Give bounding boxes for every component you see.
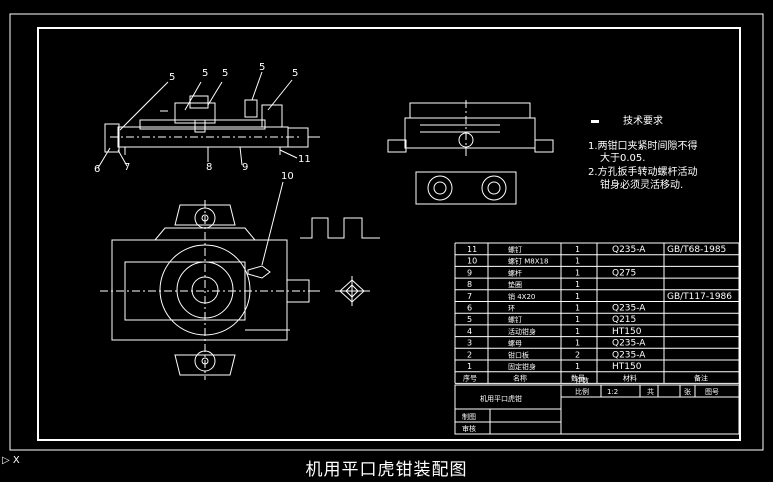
bom-cell-material: Q235-A bbox=[612, 304, 646, 314]
bom-cell-name: 螺钉 bbox=[508, 245, 522, 254]
tech-req-item1-line2: 大于0.05. bbox=[600, 151, 645, 164]
bom-cell-name: 环 bbox=[508, 305, 515, 313]
bom-cell-qty: 1 bbox=[575, 245, 580, 254]
square-key-detail bbox=[335, 276, 370, 306]
title-block-text: 机用平口虎钳 比例 1:2 共 张 图号 件数 制图 审核 bbox=[462, 376, 719, 433]
callout-11: 11 bbox=[298, 154, 311, 165]
bom-header-qty: 数量 bbox=[571, 374, 585, 383]
bom-cell-qty: 2 bbox=[575, 350, 580, 359]
title-block bbox=[454, 384, 740, 435]
bom-cell-name: 活动钳身 bbox=[508, 327, 536, 336]
tech-req-item2-line2: 钳身必须灵活移动. bbox=[600, 178, 683, 191]
inner-frame bbox=[37, 27, 741, 441]
callout-8: 8 bbox=[206, 162, 212, 173]
callout-6: 6 bbox=[94, 164, 100, 175]
bom-cell-no: 1 bbox=[467, 362, 472, 371]
callout-5c: 5 bbox=[222, 68, 228, 79]
tech-req-item1-line1: 1.两钳口夹紧时间隙不得 bbox=[588, 139, 698, 152]
bom-cell-no: 4 bbox=[467, 327, 472, 336]
bom-cell-material: HT150 bbox=[612, 362, 642, 372]
bom-cell-qty: 1 bbox=[575, 362, 580, 371]
bom-cell-name: 螺母 bbox=[508, 339, 522, 348]
bom-cell-material: Q275 bbox=[612, 268, 636, 278]
tb-scale-value: 1:2 bbox=[607, 388, 618, 396]
tb-drawn-label: 制图 bbox=[462, 412, 476, 421]
bom-cell-qty: 1 bbox=[575, 292, 580, 301]
bom-cell-qty: 1 bbox=[575, 268, 580, 277]
bom-cell-qty: 1 bbox=[575, 304, 580, 313]
callout-10: 10 bbox=[281, 171, 294, 182]
callout-7: 7 bbox=[124, 162, 130, 173]
bom-cell-name: 螺钉 M8X18 bbox=[508, 257, 548, 266]
bom-cell-name: 销 4X20 bbox=[508, 292, 535, 301]
bom-cell-std: GB/T117-1986 bbox=[667, 292, 732, 302]
tb-material-label: 件数 bbox=[575, 376, 589, 385]
bom-cell-name: 固定钳身 bbox=[508, 362, 536, 371]
drawing-caption: 机用平口虎钳装配图 bbox=[305, 460, 468, 480]
side-view bbox=[387, 100, 554, 158]
bom-cell-name: 螺杆 bbox=[508, 268, 522, 277]
tb-sheet-label2: 张 bbox=[684, 387, 691, 396]
bom-cell-no: 11 bbox=[467, 245, 477, 254]
tb-drawing-no-label: 图号 bbox=[705, 388, 719, 396]
bom-cell-name: 钳口板 bbox=[508, 350, 529, 359]
callout-5b: 5 bbox=[202, 68, 208, 79]
bom-cell-no: 2 bbox=[467, 350, 472, 359]
tech-req-item2-line1: 2.方孔扳手转动螺杆活动 bbox=[588, 165, 698, 178]
callout-9: 9 bbox=[242, 162, 248, 173]
bom-cell-no: 10 bbox=[467, 257, 477, 266]
ucs-icon: ▷ X bbox=[2, 455, 20, 466]
bom-cell-no: 7 bbox=[467, 292, 472, 301]
bom-cell-std: GB/T68-1985 bbox=[667, 245, 726, 255]
bom-cell-no: 3 bbox=[467, 339, 472, 348]
tb-sheet-label: 共 bbox=[647, 387, 654, 396]
tb-checked-label: 审核 bbox=[462, 424, 476, 433]
front-callout-labels: 5 5 5 5 5 6 7 8 9 11 bbox=[94, 62, 311, 175]
tech-req-marker bbox=[591, 120, 599, 123]
tb-assembly-name: 机用平口虎钳 bbox=[480, 394, 522, 403]
bom-cell-material: Q235-A bbox=[612, 245, 646, 255]
bom-cell-qty: 1 bbox=[575, 339, 580, 348]
bom-cell-qty: 1 bbox=[575, 257, 580, 266]
bom-cell-name: 螺钉 bbox=[508, 315, 522, 324]
bom-header-std: 备注 bbox=[694, 374, 708, 383]
tech-req-title: 技术要求 bbox=[623, 114, 663, 127]
bom-cell-no: 5 bbox=[467, 315, 472, 324]
callout-5a: 5 bbox=[169, 72, 175, 83]
bom-cell-qty: 1 bbox=[575, 315, 580, 324]
bom-cell-material: Q235-A bbox=[612, 339, 646, 349]
plan-leader bbox=[261, 181, 284, 266]
bom-cell-no: 6 bbox=[467, 304, 472, 313]
wrench-detail bbox=[300, 217, 380, 239]
callout-5e: 5 bbox=[292, 68, 298, 79]
bom-cell-no: 9 bbox=[467, 268, 472, 277]
bom-cell-qty: 1 bbox=[575, 327, 580, 336]
bom-cell-material: Q215 bbox=[612, 315, 636, 325]
bom-cell-material: HT150 bbox=[612, 327, 642, 337]
front-leaders bbox=[97, 71, 298, 169]
bom-cell-no: 8 bbox=[467, 280, 472, 289]
ucs-label: X bbox=[12, 455, 20, 466]
callout-5d: 5 bbox=[259, 62, 265, 73]
bom-cell-name: 垫圈 bbox=[508, 280, 522, 289]
bom-cell-qty: 1 bbox=[575, 280, 580, 289]
bom-cell-material: Q235-A bbox=[612, 350, 646, 360]
tech-requirements: 技术要求 1.两钳口夹紧时间隙不得 大于0.05. 2.方孔扳手转动螺杆活动 钳… bbox=[588, 114, 698, 191]
outer-frame bbox=[9, 13, 764, 451]
bom-header-no: 序号 bbox=[463, 374, 477, 383]
front-view bbox=[104, 95, 320, 155]
tb-scale-label: 比例 bbox=[575, 387, 589, 396]
bom-header-name: 名称 bbox=[513, 374, 527, 383]
plan-view bbox=[100, 200, 320, 380]
bottom-view-small bbox=[415, 171, 517, 205]
bom-header-material: 材料 bbox=[623, 374, 637, 383]
